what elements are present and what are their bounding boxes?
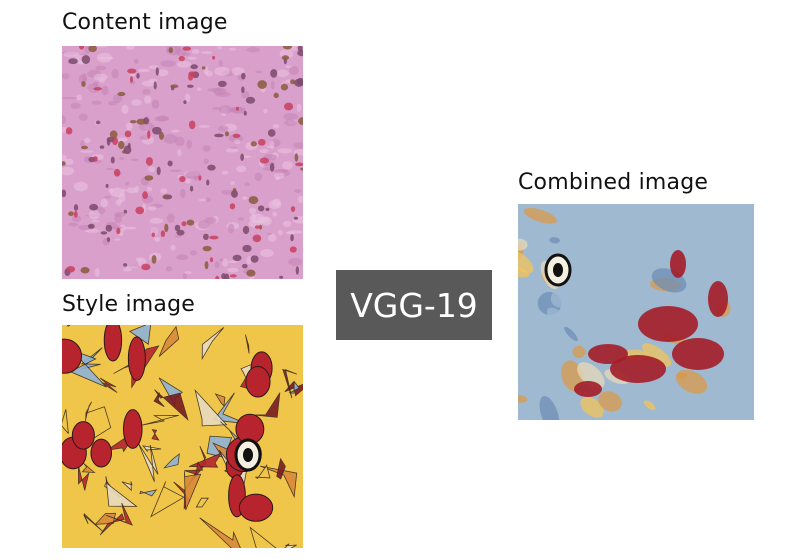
content-image-label: Content image: [62, 10, 228, 35]
style-image: [62, 325, 303, 548]
vgg19-model-box: VGG-19: [336, 270, 492, 340]
combined-image: [518, 204, 754, 420]
combined-image-label: Combined image: [518, 170, 709, 195]
content-image: [62, 46, 303, 279]
style-image-label: Style image: [62, 292, 195, 317]
